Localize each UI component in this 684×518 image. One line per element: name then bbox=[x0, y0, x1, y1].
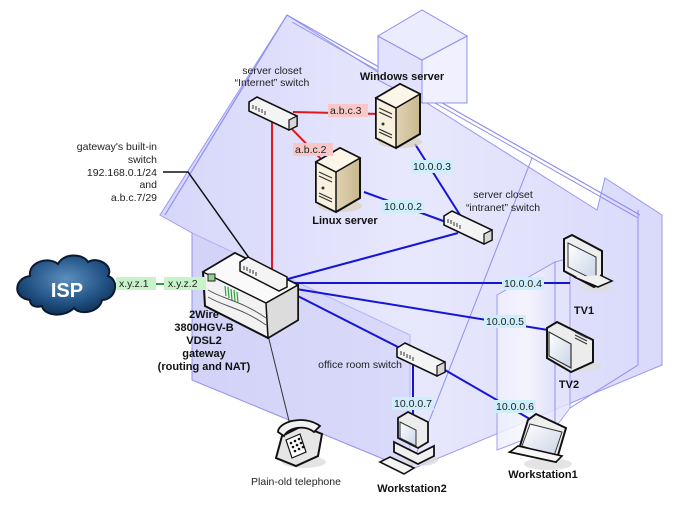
telephone-device bbox=[274, 419, 326, 468]
gateway-curve-2 bbox=[207, 296, 267, 326]
callout-line bbox=[163, 171, 253, 263]
gateway-side bbox=[265, 283, 299, 340]
isp-cloud: ISP bbox=[16, 254, 117, 316]
right-wall-line bbox=[569, 210, 639, 409]
gateway-label-line-4: gateway bbox=[182, 348, 226, 360]
gateway-port bbox=[207, 273, 216, 282]
gateway-device bbox=[201, 251, 300, 340]
ip-label-tv1: 10.0.0.4 bbox=[504, 278, 542, 290]
roof-edge-2 bbox=[291, 21, 639, 219]
windows-server-label: Windows server bbox=[360, 71, 445, 83]
intranet-switch-label-line-1: server closet bbox=[473, 189, 533, 201]
callout-label-line-5: a.b.c.7/29 bbox=[111, 192, 157, 204]
intranet-switch bbox=[443, 210, 493, 245]
roof-ridge bbox=[164, 14, 288, 216]
link-gateway-telephone bbox=[264, 322, 291, 426]
callout-label-line-1: gateway's built-in bbox=[77, 141, 157, 153]
cloud-icon bbox=[16, 254, 117, 316]
callout-label-line-3: 192.168.0.1/24 bbox=[87, 167, 157, 179]
workstation2-device bbox=[378, 410, 438, 475]
gateway-label-line-3: VDSL2 bbox=[186, 335, 221, 347]
internet-switch-label-line-2: “Internet” switch bbox=[235, 77, 310, 89]
callout-label-line-2: switch bbox=[128, 154, 157, 166]
tv2-label: TV2 bbox=[559, 379, 579, 391]
isp-label: ISP bbox=[51, 280, 83, 302]
roof-edge bbox=[286, 14, 641, 216]
tv1-label: TV1 bbox=[574, 305, 594, 317]
linux-server bbox=[314, 146, 362, 214]
tv1-device bbox=[563, 233, 614, 292]
ip-label-gateway-wan: x.y.z.2 bbox=[168, 278, 198, 290]
keyboard-icon bbox=[378, 456, 416, 475]
ip-label-workstation1: 10.0.0.6 bbox=[496, 401, 534, 413]
link-office-switch-workstation1 bbox=[444, 369, 536, 423]
linux-server-label: Linux server bbox=[312, 215, 378, 227]
interior-wall-line bbox=[409, 157, 533, 471]
gateway-label-line-2: 3800HGV-B bbox=[174, 322, 233, 334]
ip-label-linux-private: 10.0.0.2 bbox=[384, 201, 422, 213]
ip-label-windows-public: a.b.c.3 bbox=[330, 105, 362, 117]
ip-label-tv2: 10.0.0.5 bbox=[486, 316, 524, 328]
ip-label-windows-private: 10.0.0.3 bbox=[413, 161, 451, 173]
gateway-curve bbox=[207, 289, 267, 319]
callout-label-line-4: and bbox=[139, 179, 157, 191]
office-switch-label: office room switch bbox=[318, 359, 402, 371]
workstation2-label: Workstation2 bbox=[377, 483, 446, 495]
chimney-top bbox=[376, 9, 469, 61]
office-switch bbox=[396, 342, 446, 377]
intranet-switch-label-line-2: “intranet” switch bbox=[466, 202, 540, 214]
desktop-case-icon bbox=[393, 440, 435, 466]
workstation1-device bbox=[507, 412, 572, 470]
tv2-device bbox=[546, 320, 601, 374]
gateway-label-line-5: (routing and NAT) bbox=[158, 361, 251, 373]
internet-switch-label-line-1: server closet bbox=[242, 65, 302, 77]
ip-labels: x.y.z.1 x.y.z.2 a.b.c.3 a.b.c.2 10.0.0.3… bbox=[116, 104, 544, 413]
gateway-leds bbox=[224, 285, 239, 304]
link-windows-intranet-switch bbox=[414, 143, 461, 216]
ip-label-workstation2: 10.0.0.7 bbox=[394, 398, 432, 410]
ip-label-isp: x.y.z.1 bbox=[119, 278, 149, 290]
gateway-switch-ports bbox=[243, 266, 257, 276]
ip-label-linux-public: a.b.c.2 bbox=[295, 144, 327, 156]
windows-server bbox=[374, 82, 422, 150]
workstation1-label: Workstation1 bbox=[508, 469, 577, 481]
gateway-switch-icon bbox=[239, 256, 288, 292]
node-labels: gateway's built-in switch 192.168.0.1/24… bbox=[77, 65, 594, 495]
link-gateway-intranet-switch bbox=[283, 232, 459, 281]
telephone-label: Plain-old telephone bbox=[251, 476, 341, 488]
link-gateway-office-switch bbox=[283, 288, 401, 349]
internet-switch bbox=[248, 96, 298, 131]
gateway-label-line-1: 2Wire bbox=[189, 309, 219, 321]
